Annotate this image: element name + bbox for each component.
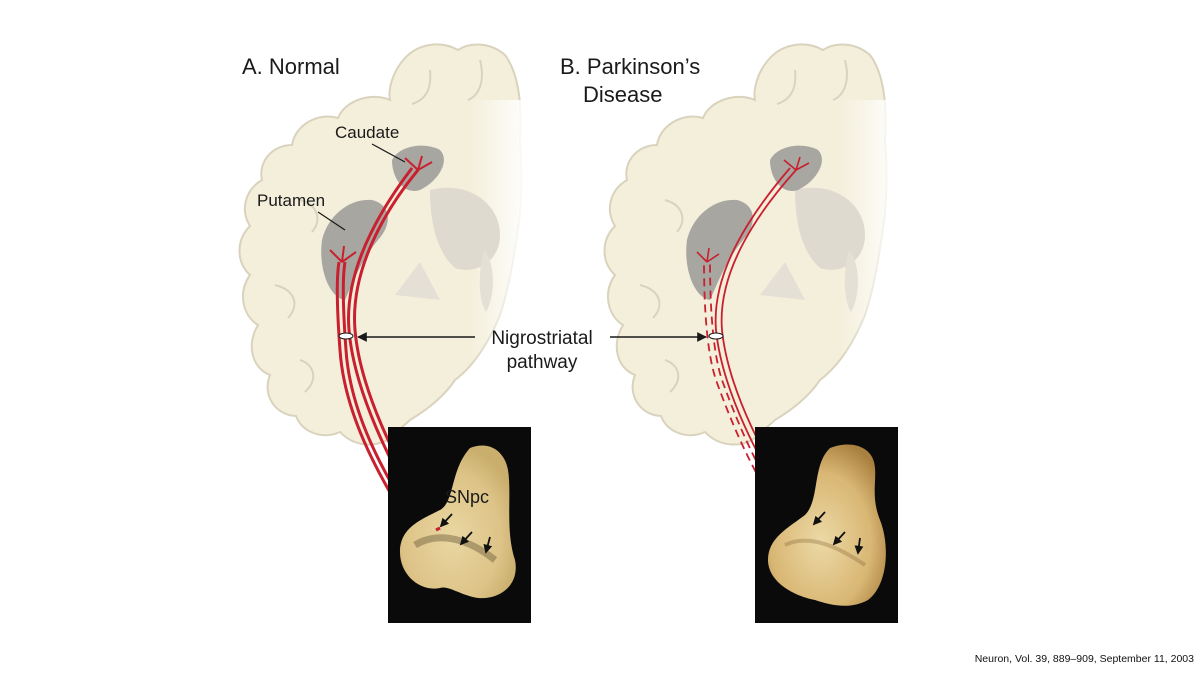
sulcus-line [299,359,315,393]
snpc-label: SNpc [445,487,489,507]
pd-panel-title-line1: B. Parkinson’s [560,54,700,79]
sulcus-line [664,359,680,393]
pd-thalamus [760,262,805,300]
pathway-label-line1: Nigrostriatal [491,328,592,349]
sulcus-line [639,284,661,319]
pd-internal-capsule [795,187,865,270]
pd-depigmented-band [784,538,867,567]
normal-brainstem-region [479,250,493,312]
normal-pigmented-band [413,534,498,563]
sulcus-line [411,69,432,105]
sulcus-line [274,284,296,319]
pathway-label-line2: pathway [507,352,578,373]
parkinsons-brain-panel: B. Parkinson’s Disease [560,43,900,623]
citation-text: Neuron, Vol. 39, 889–909, September 11, … [974,653,1194,665]
pd-putamen [686,199,753,300]
normal-micro-arrows [439,513,493,554]
sulcus-line [832,59,848,101]
pd-brain-section [603,43,888,446]
pd-midbrain-tissue [768,444,886,606]
normal-midbrain-tissue [400,445,516,599]
normal-tract-end [435,526,441,532]
normal-brain-panel: A. Normal Caudate Putamen SNpc [238,43,531,623]
pd-micro-arrows [812,511,864,555]
pd-brainstem-region [844,250,858,312]
normal-thalamus [395,262,440,300]
sulcus-line [299,199,319,233]
caudate-label: Caudate [335,123,399,142]
putamen-leader-line [317,211,346,231]
sulcus-line [467,59,483,101]
sulcus-line [664,199,684,233]
caudate-leader-line [371,143,406,163]
sulcus-line [776,69,797,105]
pd-pathway-marker [708,332,724,340]
normal-pathway-marker [338,332,354,340]
normal-panel-title: A. Normal [242,54,340,79]
pd-panel-title-line2: Disease [583,82,662,107]
putamen-label: Putamen [257,191,325,210]
nigrostriatal-callout: Nigrostriatal pathway [357,328,707,373]
normal-internal-capsule [430,187,500,270]
